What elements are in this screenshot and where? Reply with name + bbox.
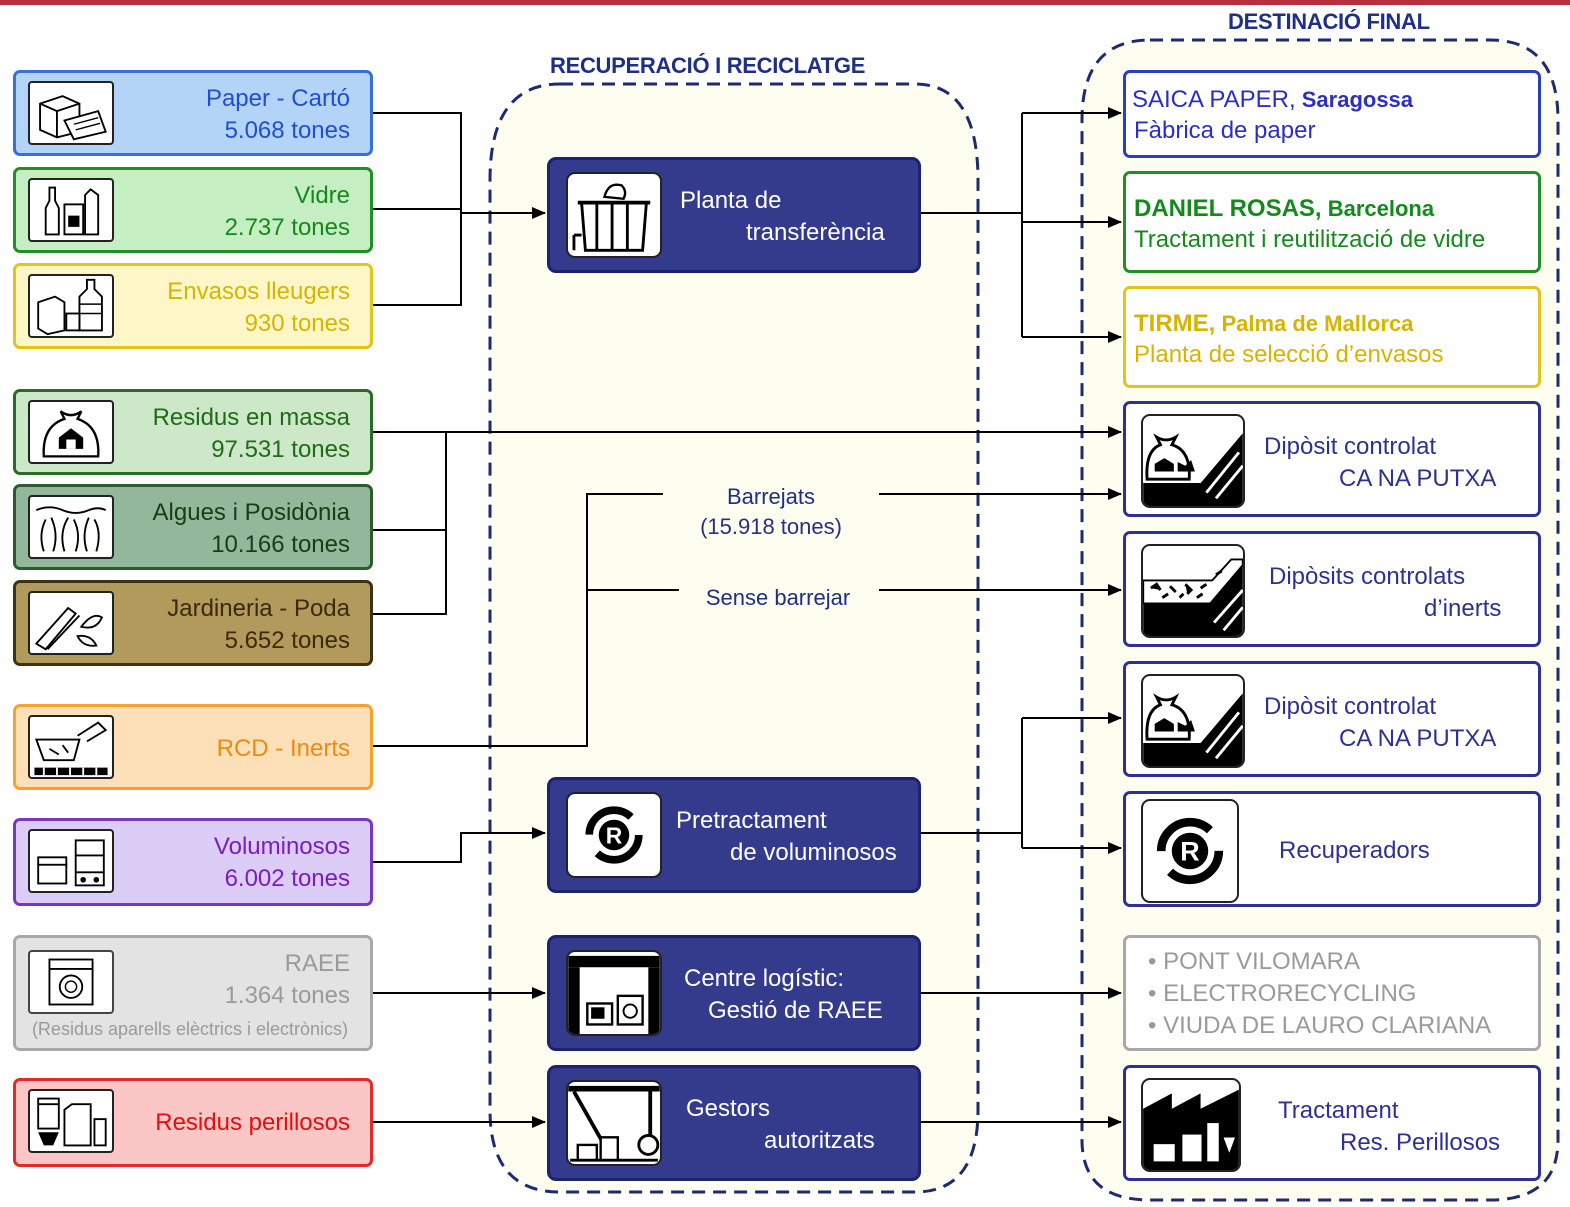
svg-text:R: R: [1180, 837, 1199, 867]
source-name: Residus perillosos: [155, 1109, 350, 1136]
raee-description: (Residus aparells elèctrics i electrònic…: [31, 1019, 349, 1039]
glass-bottles-icon: [28, 178, 114, 242]
source-hazardous: Residus perillosos: [13, 1078, 373, 1167]
source-tons: 5.068 tones: [224, 117, 350, 144]
dest-city: Saragossa: [1295, 87, 1414, 112]
dest-recoverers: R Recuperadors: [1123, 791, 1541, 907]
warehouse-icon: [566, 950, 662, 1036]
dest-hazardous-treatment: Tractament Res. Perillosos: [1123, 1065, 1541, 1181]
top-accent-bar: [0, 0, 1570, 5]
source-tons: 2.737 tones: [224, 214, 350, 241]
source-raee: RAEE 1.364 tones (Residus aparells elèctr…: [13, 935, 373, 1051]
process-line2: autoritzats: [764, 1127, 875, 1154]
process-raee-logistics: Centre logístic: Gestió de RAEE: [547, 935, 921, 1051]
dest-city: Palma de Mallorca: [1215, 311, 1414, 336]
source-packaging: Envasos lleugers 930 tones: [13, 263, 373, 349]
source-garden: Jardineria - Poda 5.652 tones: [13, 580, 373, 666]
source-tons: 97.531 tones: [211, 436, 350, 463]
source-name: Jardineria - Poda: [167, 595, 350, 622]
factory-icon: [1141, 1078, 1241, 1172]
list-item: • PONT VILOMARA: [1148, 948, 1361, 975]
source-name: Paper - Cartó: [205, 85, 350, 112]
hazard-containers-icon: [28, 1089, 114, 1153]
rubble-icon: [28, 715, 114, 779]
source-tons: 10.166 tones: [211, 531, 350, 558]
source-name: Envasos lleugers: [167, 278, 350, 305]
source-glass: Vidre 2.737 tones: [13, 167, 373, 253]
dest-description: Fàbrica de paper: [1134, 117, 1316, 144]
dest-line1: Tractament: [1278, 1097, 1399, 1124]
process-authorized-managers: Gestors autoritzats: [547, 1065, 921, 1181]
branches-icon: [28, 591, 114, 655]
source-name: Algues i Posidònia: [152, 499, 350, 526]
list-item: • VIUDA DE LAURO CLARIANA: [1148, 1012, 1492, 1039]
industrial-icon: [566, 1080, 662, 1166]
dest-inert-landfills: Dipòsits controlats d’inerts: [1123, 531, 1541, 647]
flow-label-mixed: Barrejats: [726, 484, 816, 509]
process-line1: Planta de: [680, 187, 782, 214]
recovery-section-title: RECUPERACIÓ I RECICLATGE: [550, 53, 866, 78]
dest-raee-managers: • PONT VILOMARA • ELECTRORECYCLING • VIU…: [1123, 935, 1541, 1051]
svg-text:R: R: [606, 823, 623, 849]
dest-line2: Res. Perillosos: [1340, 1129, 1501, 1156]
source-name: Residus en massa: [152, 404, 350, 431]
process-line1: Pretractament: [676, 807, 827, 834]
dest-line1: Dipòsit controlat: [1264, 433, 1437, 460]
source-algae: Algues i Posidònia 10.166 tones: [13, 484, 373, 570]
washing-machine-icon: [28, 950, 114, 1014]
dest-company: DANIEL ROSAS,: [1134, 195, 1322, 222]
source-rcd: RCD - Inerts: [13, 704, 373, 790]
flow-label-mixed-tons: (15.918 tones): [700, 514, 842, 539]
dest-company: SAICA PAPER,: [1132, 86, 1296, 113]
recycle-r-icon: R: [566, 792, 662, 878]
source-name: RAEE: [284, 950, 350, 977]
landfill-icon: [1141, 674, 1245, 768]
source-tons: 930 tones: [244, 310, 350, 337]
dest-company: TIRME,: [1134, 310, 1216, 337]
dest-line2: CA NA PUTXA: [1339, 465, 1497, 492]
source-bulky: Voluminosos 6.002 tones: [13, 818, 373, 906]
waste-bag-icon: [28, 400, 114, 464]
dest-description: Tractament i reutilització de vidre: [1134, 226, 1486, 253]
process-bulky-pretreatment: R Pretractament de voluminosos: [547, 777, 921, 893]
dest-landfill-ca-na-putxa-2: Dipòsit controlat CA NA PUTXA: [1123, 661, 1541, 777]
dest-tirme: TIRME, Palma de Mallorca Planta de selec…: [1123, 286, 1541, 388]
dest-city: Barcelona: [1321, 196, 1435, 221]
source-name: Vidre: [294, 182, 350, 209]
source-tons: 1.364 tones: [224, 982, 350, 1009]
dest-line2: d’inerts: [1424, 595, 1502, 622]
process-line1: Centre logístic:: [684, 965, 845, 992]
process-line1: Gestors: [686, 1095, 771, 1122]
source-name: RCD - Inerts: [216, 735, 350, 762]
dest-daniel-rosas: DANIEL ROSAS, Barcelona Tractament i reu…: [1123, 171, 1541, 273]
source-tons: 5.652 tones: [224, 627, 350, 654]
source-paper: Paper - Cartó 5.068 tones: [13, 70, 373, 156]
packaging-icon: [28, 274, 114, 338]
dest-description: Planta de selecció d’envasos: [1134, 341, 1444, 368]
flow-label-unmixed: Sense barrejar: [705, 585, 851, 610]
paper-box-icon: [28, 81, 114, 145]
seaweed-icon: [28, 495, 114, 559]
raee-managers-list: • PONT VILOMARA • ELECTRORECYCLING • VIU…: [1148, 946, 1491, 1042]
container-icon: [566, 172, 662, 258]
source-tons: 6.002 tones: [224, 865, 350, 892]
dest-line1: Dipòsit controlat: [1264, 693, 1437, 720]
final-destination-title: DESTINACIÓ FINAL: [1228, 9, 1430, 34]
landfill-icon: [1141, 414, 1245, 508]
dest-landfill-ca-na-putxa: Dipòsit controlat CA NA PUTXA: [1123, 401, 1541, 517]
dest-line2: CA NA PUTXA: [1339, 725, 1497, 752]
dest-line1: Recuperadors: [1279, 837, 1430, 864]
process-line2: Gestió de RAEE: [708, 997, 883, 1024]
dest-saica: SAICA PAPER, Saragossa Fàbrica de paper: [1123, 70, 1541, 158]
recycle-r-icon: R: [1141, 799, 1239, 903]
dest-line1: Dipòsits controlats: [1269, 563, 1466, 590]
furniture-icon: [28, 829, 114, 893]
source-mass-waste: Residus en massa 97.531 tones: [13, 389, 373, 475]
process-line2: transferència: [746, 219, 885, 246]
source-name: Voluminosos: [213, 833, 350, 860]
inert-landfill-icon: [1141, 544, 1245, 638]
process-transfer-plant: Planta de transferència: [547, 157, 921, 273]
list-item: • ELECTRORECYCLING: [1148, 980, 1417, 1007]
process-line2: de voluminosos: [730, 839, 897, 866]
